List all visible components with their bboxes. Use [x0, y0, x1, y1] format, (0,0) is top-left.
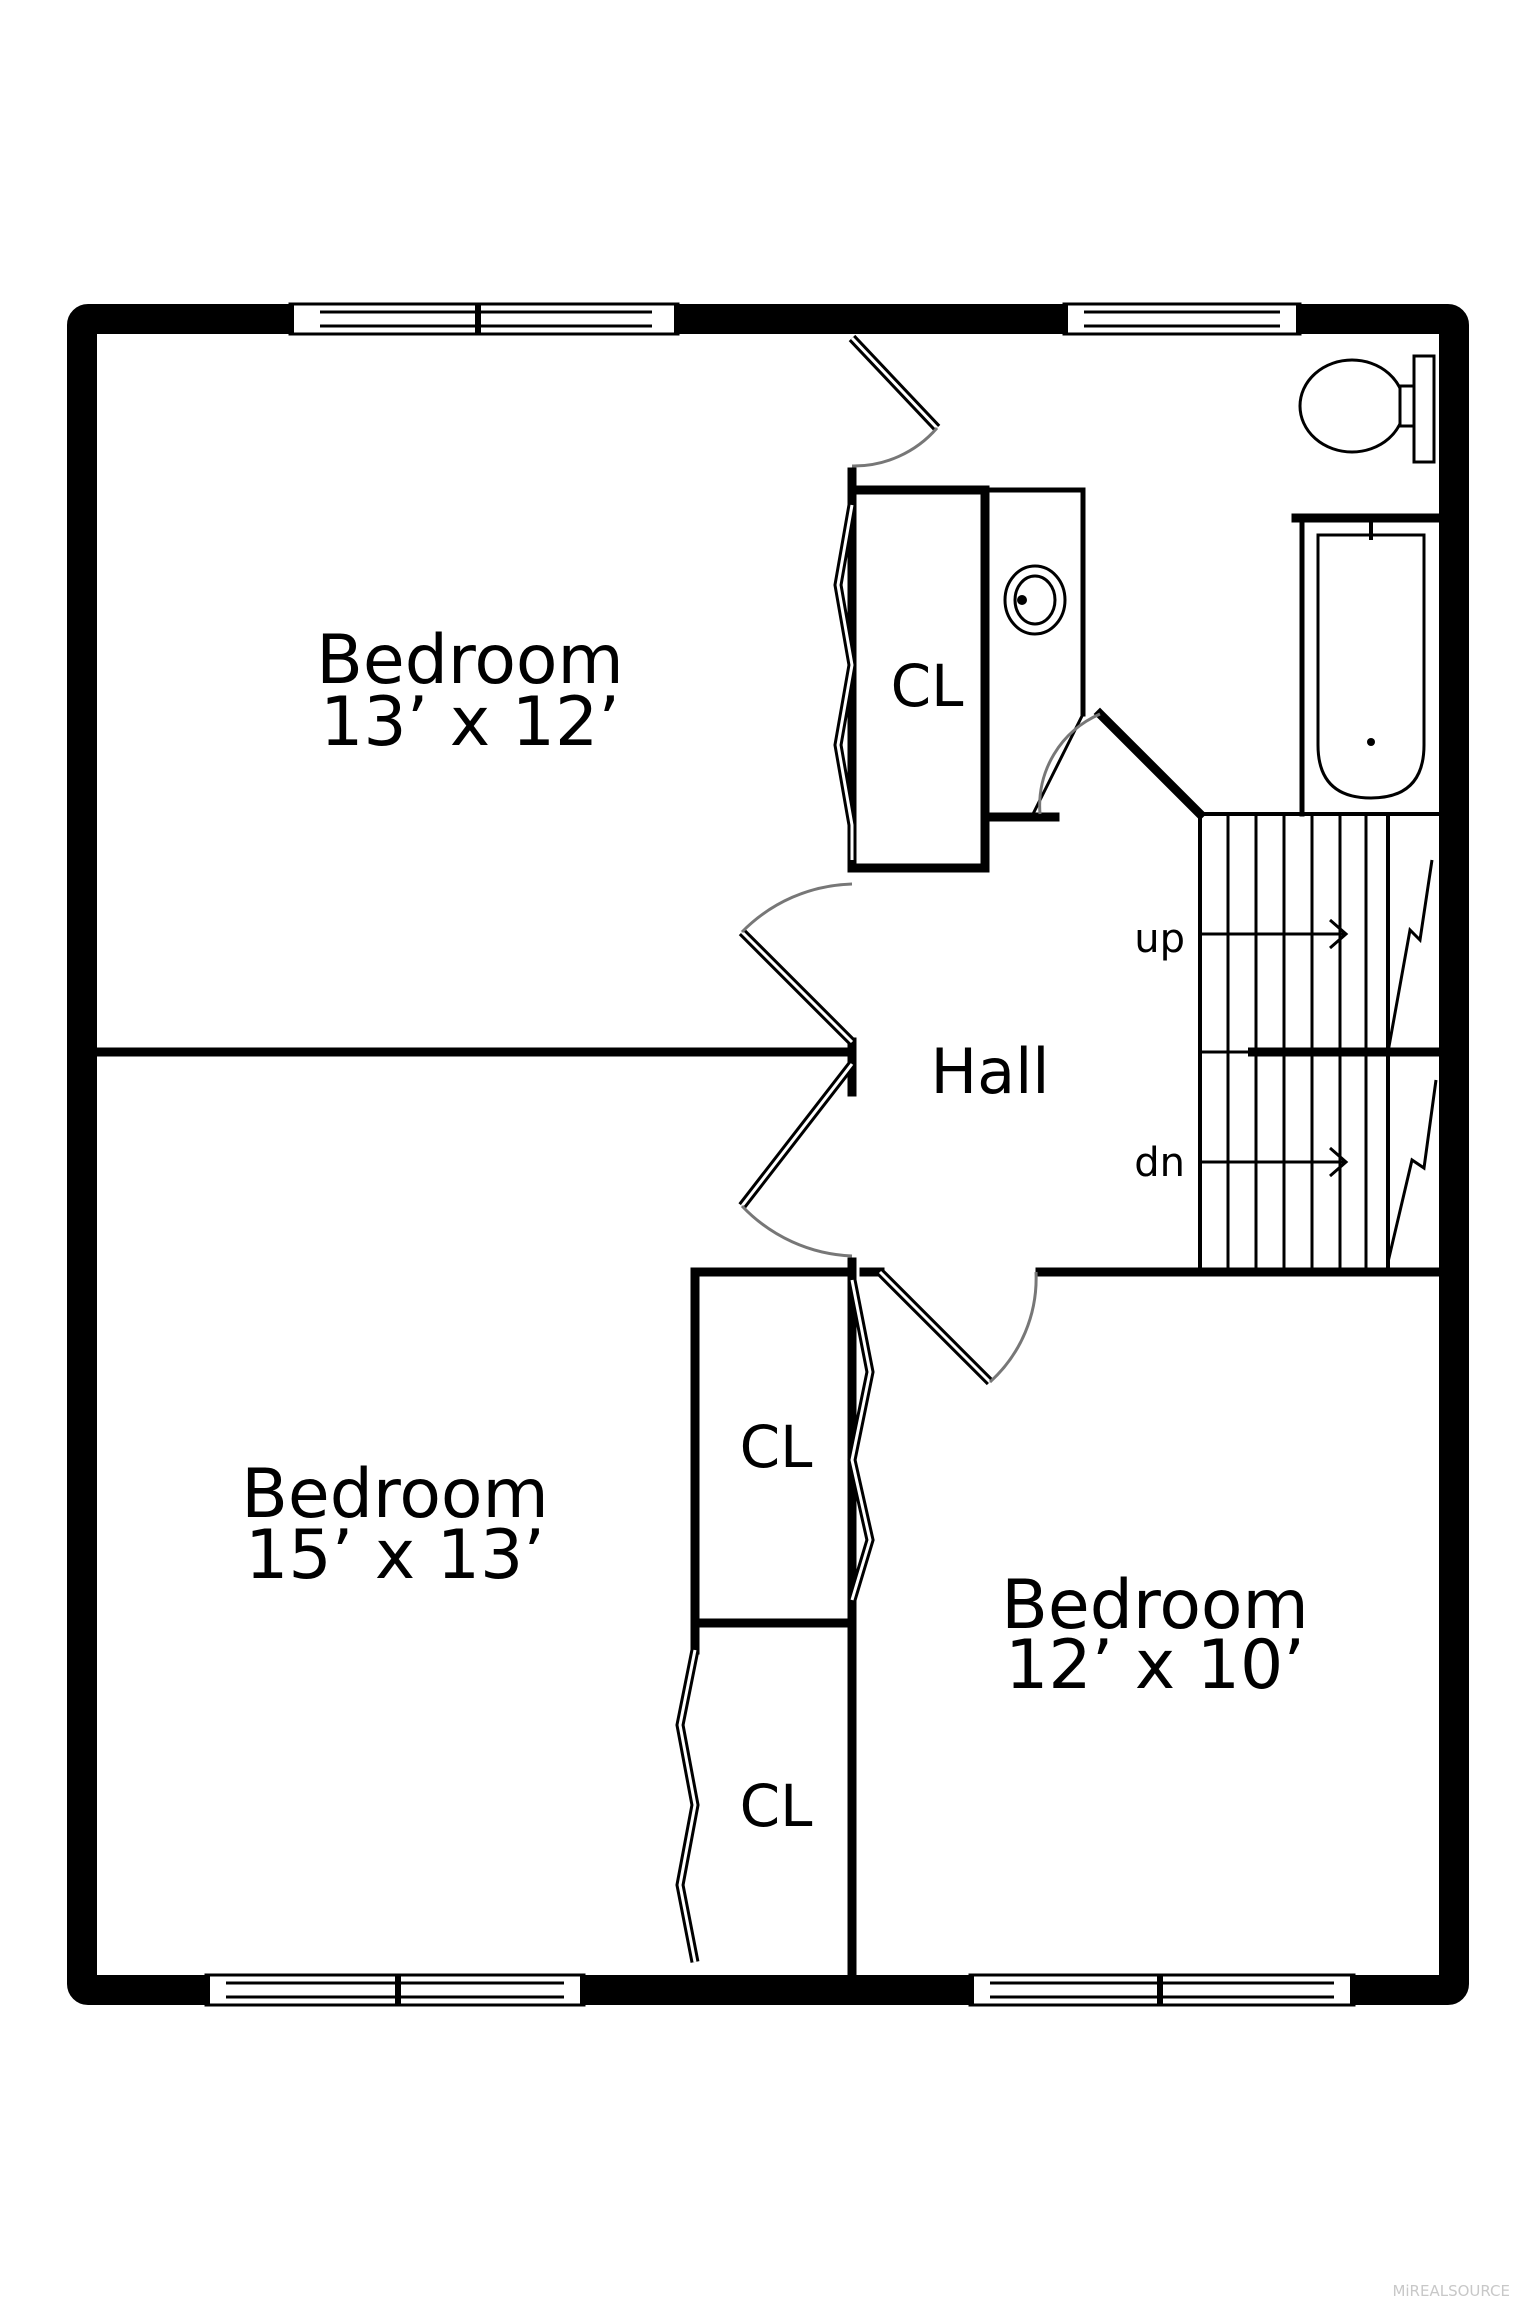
bedroom-top-left-name: Bedroom: [316, 621, 624, 700]
door-bath-to-bedroom: [848, 334, 941, 468]
door-bath-to-hall: [1031, 712, 1101, 815]
door-hall-to-bedroom-bottom-right: [876, 1268, 1038, 1386]
door-hall-to-bedroom-top: [738, 882, 856, 1046]
window-top-left: [286, 302, 682, 336]
bedroom-bottom-right-name: Bedroom: [1001, 1566, 1309, 1645]
down-arrow-icon: [1200, 1146, 1349, 1178]
stairs-up-label: up: [1134, 916, 1185, 962]
bifold-doors: [675, 504, 875, 1963]
bedroom-top-left-dims: 13’ x 12’: [320, 683, 620, 762]
bedroom-bottom-right-dims: 12’ x 10’: [1005, 1626, 1305, 1705]
staircase: [1198, 812, 1439, 1272]
window-bottom-left: [202, 1973, 588, 2007]
bathroom-fixtures: [1003, 354, 1436, 800]
closet-bottom-label: CL: [740, 1772, 813, 1840]
windows: [202, 302, 1358, 2007]
door-hall-to-bedroom-bottom-left: [738, 1061, 856, 1258]
closet-middle-label: CL: [740, 1413, 813, 1481]
doors: [738, 334, 1101, 1386]
bedroom-bottom-left-dims: 15’ x 13’: [245, 1516, 545, 1595]
stair-break-lines: [1386, 859, 1438, 1263]
room-labels: Bedroom 13’ x 12’ Bedroom 15’ x 13’ Bedr…: [241, 621, 1309, 1840]
toilet-icon: [1298, 354, 1436, 464]
interior-walls: [92, 467, 1444, 1980]
watermark: MiREALSOURCE: [1392, 2282, 1510, 2300]
stairs-down-label: dn: [1134, 1140, 1185, 1186]
sink-icon: [1003, 564, 1067, 636]
closet-top-label: CL: [891, 652, 964, 720]
exterior-walls: [67, 304, 1469, 2005]
bedroom-bottom-left-name: Bedroom: [241, 1455, 549, 1534]
window-bottom-right: [966, 1973, 1358, 2007]
window-top-right: [1060, 302, 1304, 336]
bathtub-icon: [1316, 518, 1426, 800]
up-arrow-icon: [1200, 918, 1349, 950]
hall-label: Hall: [930, 1035, 1049, 1108]
